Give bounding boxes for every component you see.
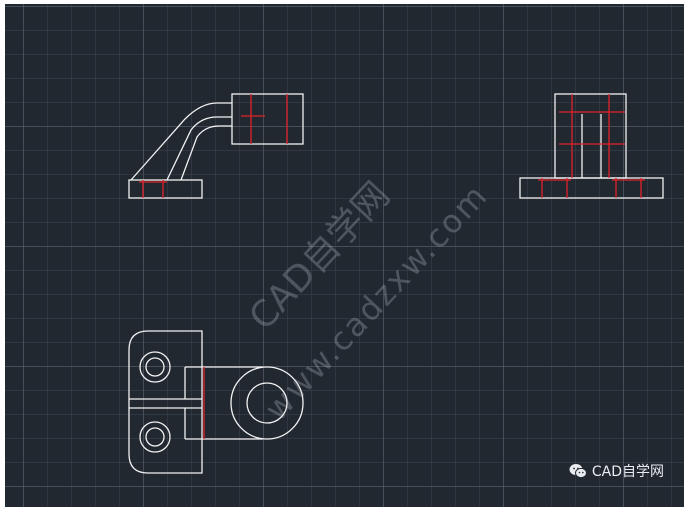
top-view-boss-bore: [246, 382, 288, 424]
top-view-hole-lower-inner: [145, 427, 165, 447]
brand-badge: CAD自学网: [569, 461, 664, 481]
front-view-boss: [231, 93, 304, 145]
side-view-hidden-lines: [538, 94, 645, 198]
top-view-plate-outline: [128, 330, 203, 474]
top-view-hole-upper: [139, 351, 171, 383]
front-view-arm-inner: [166, 116, 232, 181]
front-view-hidden-lines: [139, 94, 288, 198]
front-view: [128, 93, 304, 199]
side-view: [519, 93, 664, 199]
front-view-arm-edge: [180, 125, 232, 181]
cad-model-viewport[interactable]: CAD自学网 www.cadzxw.com CAD自学网: [5, 4, 684, 507]
top-view-hole-lower: [139, 421, 171, 453]
wechat-icon: [569, 464, 587, 479]
front-view-arm-outer: [130, 102, 232, 181]
top-view-hole-upper-inner: [145, 357, 165, 377]
side-view-column: [554, 93, 627, 179]
front-view-base-plate: [128, 179, 203, 199]
brand-label: CAD自学网: [591, 464, 664, 480]
top-view-boss-outer: [230, 366, 304, 440]
cad-drawing: [128, 93, 664, 474]
top-view: [128, 330, 304, 474]
